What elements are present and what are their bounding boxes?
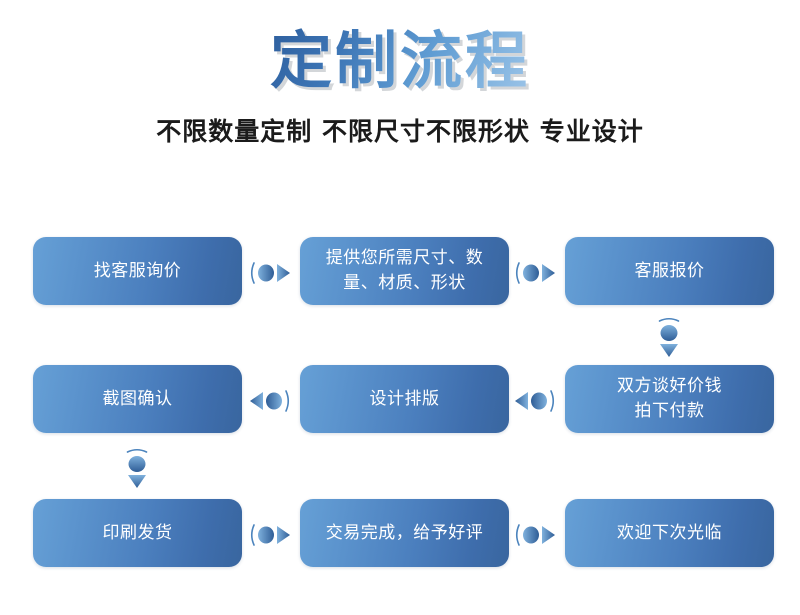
flow-node-label: 设计排版 [369,388,440,409]
flow-node-design-layout[interactable]: 设计排版 [300,365,509,433]
flow-node-find-service[interactable]: 找客服询价 [33,237,242,305]
page-header: 定制流程 定制流程 不限数量定制 不限尺寸不限形状 专业设计 [0,0,800,147]
flow-node-screenshot-confirm[interactable]: 截图确认 [33,365,242,433]
arrow-down-icon [126,448,148,488]
flow-node-transaction-complete[interactable]: 交易完成，给予好评 [300,499,509,567]
connector-arrow-left-2 [512,388,558,414]
connector-arrow-left-1 [247,388,293,414]
flow-node-label: 找客服询价 [93,260,182,281]
connector-arrow-right-3 [247,522,293,548]
flow-node-agree-price-pay[interactable]: 双方谈好价钱 拍下付款 [565,365,774,433]
process-flow-diagram: 找客服询价 提供您所需尺寸、数 量、材质、形状 [0,218,800,598]
connector-arrow-right-4 [512,522,558,548]
connector-arrow-right-2 [512,260,558,286]
arrow-right-icon [250,524,290,546]
flow-node-label: 提供您所需尺寸、数 量、材质、形状 [325,248,484,293]
connector-arrow-down-left [124,445,150,491]
arrow-right-icon [515,524,555,546]
arrow-right-icon [250,262,290,284]
flow-node-label: 客服报价 [634,260,705,281]
arrow-right-icon [515,262,555,284]
flow-node-label: 欢迎下次光临 [617,522,722,543]
page-title: 定制流程 [269,24,530,97]
flow-node-label: 交易完成，给予好评 [325,522,484,543]
connector-arrow-right-1 [247,260,293,286]
page-title-shadow: 定制流程 [273,29,533,99]
title-wrapper: 定制流程 定制流程 [269,24,533,99]
flow-node-label: 印刷发货 [102,522,173,543]
flow-node-welcome-again[interactable]: 欢迎下次光临 [565,499,774,567]
flow-node-print-ship[interactable]: 印刷发货 [33,499,242,567]
arrow-left-icon [515,390,555,412]
arrow-down-icon [658,317,680,357]
connector-arrow-down-right [656,314,682,360]
page-subtitle: 不限数量定制 不限尺寸不限形状 专业设计 [156,117,644,147]
flow-node-label: 截图确认 [102,388,173,409]
flow-node-service-quote[interactable]: 客服报价 [565,237,774,305]
flow-node-provide-specs[interactable]: 提供您所需尺寸、数 量、材质、形状 [300,237,509,305]
flow-node-label: 双方谈好价钱 拍下付款 [617,376,722,421]
arrow-left-icon [250,390,290,412]
